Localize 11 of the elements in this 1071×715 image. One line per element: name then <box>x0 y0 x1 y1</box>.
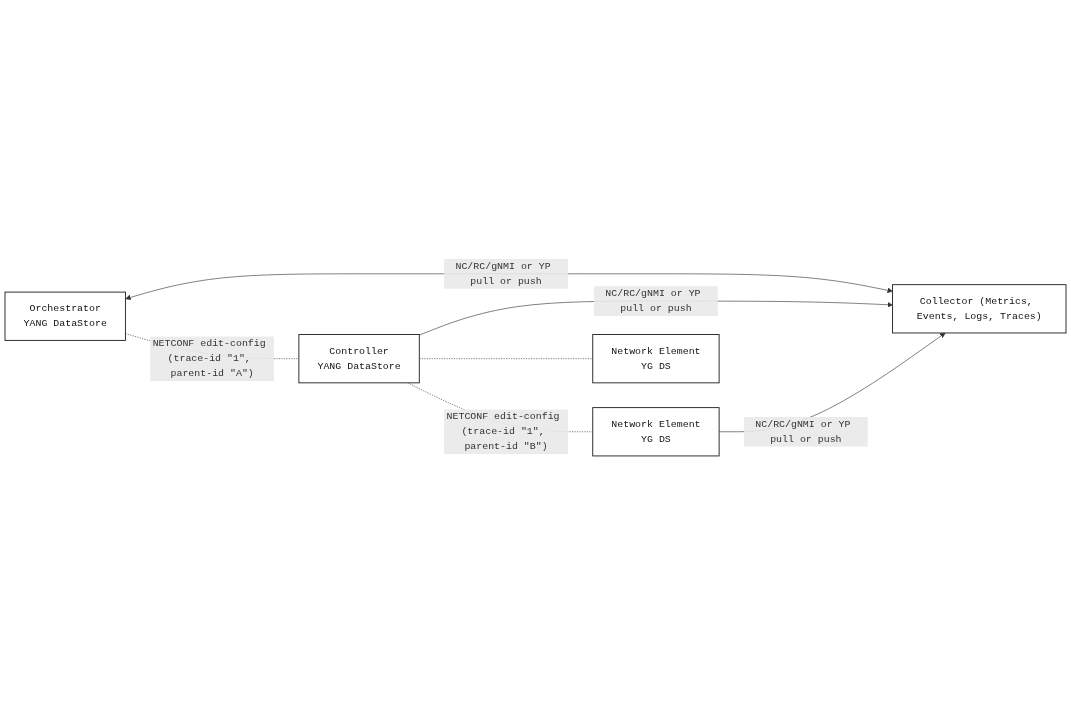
node-box: Collector (Metrics, Events, Logs, Traces) <box>892 284 1067 334</box>
edge-label: NC/RC/gNMI or YP pull or push <box>605 288 701 315</box>
node-box: Orchestrator YANG DataStore <box>4 291 126 341</box>
node-box: Network Element YG DS <box>592 407 720 457</box>
edge-label: NC/RC/gNMI or YP pull or push <box>755 418 851 445</box>
edge-label: NETCONF edit-config (trace-id "1", parent-id "B") <box>446 411 560 453</box>
edge-label: NC/RC/gNMI or YP pull or push <box>455 260 551 287</box>
node-box: Network Element YG DS <box>592 334 720 384</box>
connector <box>419 358 594 360</box>
node-box: Controller YANG DataStore <box>298 334 420 384</box>
edge-label: NETCONF edit-config (trace-id "1", parent-id "A") <box>152 338 266 380</box>
